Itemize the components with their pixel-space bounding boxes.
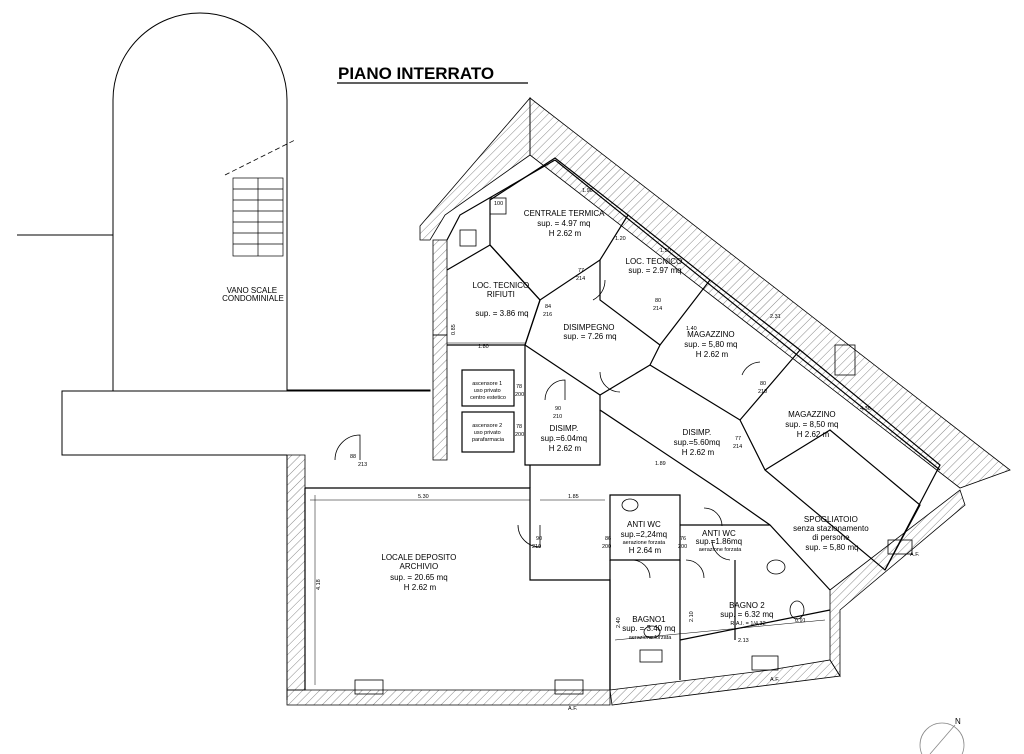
- dim-436: 4.36: [860, 406, 871, 412]
- room-locale-deposito: LOCALE DEPOSITO ARCHIVIO sup. = 20.65 mq…: [381, 553, 458, 592]
- af-label-bottom-left: A.F.: [568, 706, 578, 712]
- svg-text:80: 80: [655, 298, 661, 304]
- dim-231: 2.31: [770, 314, 781, 320]
- room-loc-tecnico-rifiuti: LOC. TECNICO RIFIUTI sup. = 3.86 mq: [473, 281, 532, 318]
- north-arrow-icon: [919, 722, 965, 754]
- room-disimp-1: DISIMP. sup.=6.04mq H 2.62 m: [541, 424, 590, 453]
- room-bagno-2: BAGNO 2 sup. = 6.32 mq R.A.I. = 1/4,32: [720, 601, 775, 627]
- north-label: N: [955, 717, 961, 726]
- dim-190: 1.90: [582, 188, 593, 194]
- lift-1-label: ascensore 1 uso privato centro estetico: [470, 381, 506, 401]
- dim-150: 1.50: [660, 248, 671, 254]
- window-markers: [354, 197, 913, 695]
- dim-189: 1.89: [655, 461, 666, 467]
- room-anti-wc-1: ANTI WC sup.=2,24mq aerazione forzata H …: [621, 520, 670, 555]
- svg-text:210: 210: [758, 389, 767, 395]
- dim-180: 1.80: [478, 344, 489, 350]
- dim-120: 1.20: [615, 236, 626, 242]
- plan-title: PIANO INTERRATO: [338, 64, 494, 83]
- dim-240: 2.40: [616, 617, 622, 628]
- svg-text:76: 76: [680, 536, 686, 542]
- svg-text:77: 77: [578, 268, 584, 274]
- dim-185: 1.85: [568, 494, 579, 500]
- sanitary-fixtures: [621, 498, 805, 663]
- dim-213: 2.13: [738, 638, 749, 644]
- svg-text:200: 200: [602, 544, 611, 550]
- dim-210: 2.10: [689, 611, 695, 622]
- dim-091: 0.91: [795, 618, 806, 624]
- room-anti-wc-2: ANTI WC sup.=1.86mq aerazione forzata: [696, 529, 745, 553]
- lift-2-label: ascensore 2 uso privato parafarmacia: [472, 423, 505, 443]
- svg-text:213: 213: [358, 462, 367, 468]
- dim-418: 4.18: [316, 579, 322, 590]
- svg-text:200: 200: [515, 392, 524, 398]
- room-disimp-2: DISIMP. sup.=5.60mq H 2.62 m: [674, 428, 723, 457]
- svg-text:86: 86: [605, 536, 611, 542]
- room-bagno-1: BAGNO1 sup. = 3.40 mq aerazione forzata: [622, 615, 677, 641]
- svg-text:78: 78: [516, 424, 522, 430]
- svg-text:210: 210: [553, 414, 562, 420]
- interior-walls: [304, 157, 941, 690]
- af-label-bottom-right: A.F.: [770, 677, 780, 683]
- svg-text:78: 78: [516, 384, 522, 390]
- svg-text:216: 216: [543, 312, 552, 318]
- dim-140: 1.40: [686, 326, 697, 332]
- svg-text:214: 214: [576, 276, 585, 282]
- svg-text:88: 88: [350, 454, 356, 460]
- hatched-walls: [286, 96, 1011, 706]
- room-disimpegno: DISIMPEGNO sup. = 7.26 mq: [563, 323, 616, 341]
- room-magazzino-2: MAGAZZINO sup. = 8,50 mq H 2.62 m: [785, 410, 840, 439]
- dim-085: 0.85: [451, 324, 457, 335]
- svg-text:84: 84: [545, 304, 551, 310]
- svg-text:214: 214: [653, 306, 662, 312]
- svg-text:100: 100: [494, 201, 503, 207]
- af-label-right: A.F.: [910, 552, 920, 558]
- svg-text:80: 80: [760, 381, 766, 387]
- svg-text:90: 90: [555, 406, 561, 412]
- door-swings: [334, 279, 761, 579]
- vano-scale-label: VANO SCALE CONDOMINIALE: [222, 286, 284, 303]
- vano-scale-outline: [17, 12, 431, 700]
- dim-530: 5.30: [418, 494, 429, 500]
- door-tags: 88 213 90 210 86 200 76 200 78 200 78 20…: [350, 201, 767, 550]
- room-loc-tecnico: LOC. TECNICO sup. = 2.97 mq: [626, 257, 685, 275]
- svg-text:200: 200: [515, 432, 524, 438]
- room-magazzino-1: MAGAZZINO sup. = 5,80 mq H 2.62 m: [684, 330, 739, 359]
- svg-text:214: 214: [733, 444, 742, 450]
- room-spogliatoio: SPOGLIATOIO senza stazionamento di perso…: [793, 515, 871, 552]
- svg-text:210: 210: [532, 544, 541, 550]
- stair-steps: [232, 177, 284, 257]
- stair-cut-line: [224, 139, 296, 176]
- svg-text:90: 90: [536, 536, 542, 542]
- svg-text:200: 200: [678, 544, 687, 550]
- svg-text:77: 77: [735, 436, 741, 442]
- dimension-lines: [310, 342, 826, 685]
- room-centrale-termica: CENTRALE TERMICA sup. = 4.97 mq H 2.62 m: [524, 209, 607, 238]
